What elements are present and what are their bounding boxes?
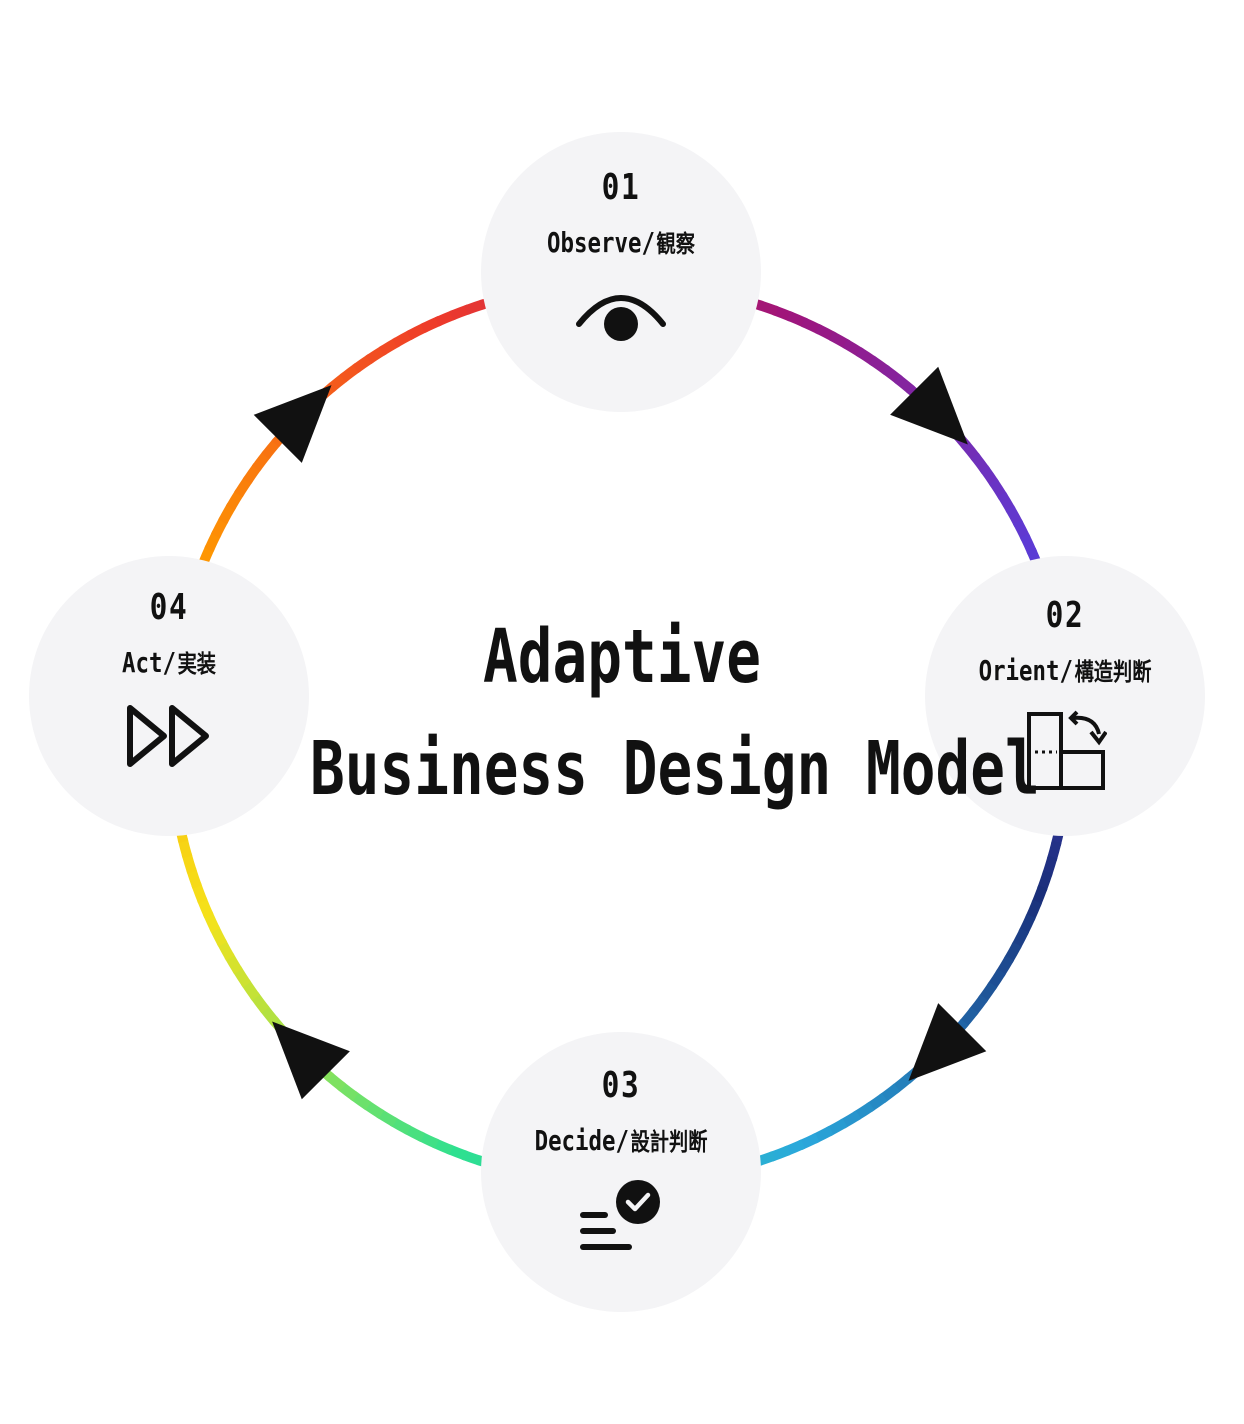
step-node-observe: 01 Observe/観察	[481, 132, 761, 412]
step-label-jp: 設計判断	[630, 1128, 708, 1156]
flow-arrow-icon	[908, 1003, 987, 1081]
layout-rotate-icon	[925, 710, 1205, 792]
step-label-en: Orient/	[978, 654, 1073, 687]
step-number: 04	[149, 587, 189, 628]
step-label-jp: 実装	[177, 650, 216, 678]
flow-arrow-icon	[253, 385, 332, 463]
step-node-decide: 03 Decide/設計判断	[481, 1032, 761, 1312]
ring-segment	[757, 300, 779, 316]
flow-arrow-icon	[272, 1021, 350, 1100]
step-label: Observe/観察	[493, 226, 749, 261]
step-label-en: Observe/	[547, 226, 655, 259]
fast-forward-icon	[29, 702, 309, 770]
step-node-orient: 02 Orient/構造判断	[925, 556, 1205, 836]
diagram-title-line1: Adaptive	[482, 614, 761, 700]
step-label-jp: 構造判断	[1074, 658, 1152, 686]
step-number: 03	[601, 1065, 641, 1106]
step-label-jp: 観察	[656, 230, 695, 258]
ring-arrows	[253, 366, 987, 1100]
step-number: 01	[601, 167, 641, 208]
diagram-title-line2: Business Design Model	[310, 726, 1040, 812]
step-label-en: Act/	[122, 646, 176, 679]
checklist-icon	[481, 1176, 761, 1260]
step-node-act: 04 Act/実装	[29, 556, 309, 836]
flow-arrow-icon	[890, 366, 968, 445]
step-label-en: Decide/	[534, 1124, 629, 1157]
eye-icon	[481, 286, 761, 346]
step-number: 02	[1045, 595, 1085, 636]
step-label: Act/実装	[41, 646, 297, 681]
step-label: Orient/構造判断	[937, 654, 1193, 689]
step-label: Decide/設計判断	[493, 1124, 749, 1159]
